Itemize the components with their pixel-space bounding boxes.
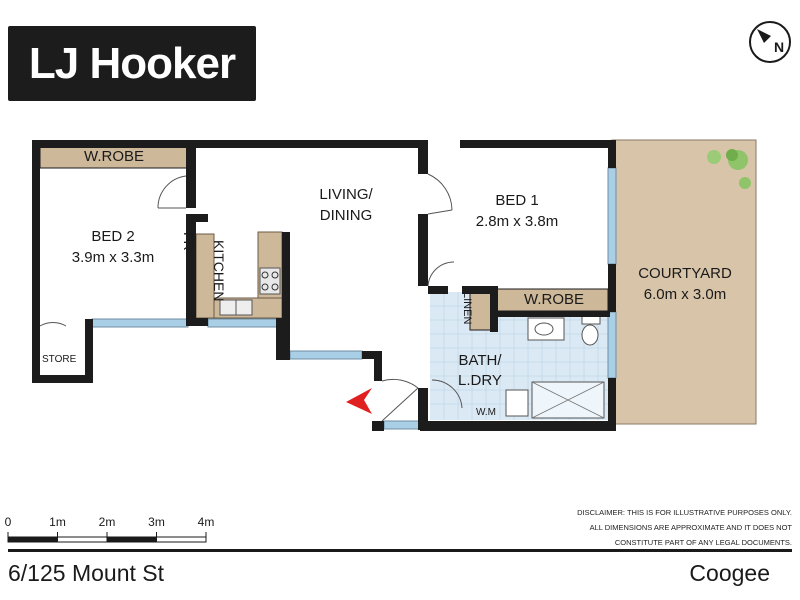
wardrobe-right-label: W.ROBE bbox=[523, 291, 584, 308]
kitchen-label-text: KITCHEN bbox=[211, 240, 227, 302]
north-compass-icon: N bbox=[749, 21, 791, 63]
scale-tick-1: 1m bbox=[49, 515, 66, 529]
bed2-size: 3.9m x 3.3m bbox=[71, 249, 155, 266]
footer-divider bbox=[8, 549, 792, 552]
living-label-1: LIVING/ bbox=[319, 186, 373, 203]
bathroom-fixtures bbox=[505, 315, 605, 419]
scale-tick-3: 3m bbox=[148, 515, 165, 529]
linen-label: LINEN bbox=[461, 290, 490, 324]
wardrobe-left-label: W.ROBE bbox=[84, 148, 145, 165]
property-address: 6/125 Mount St bbox=[8, 560, 164, 586]
floor-plan bbox=[32, 139, 757, 431]
disclaimer: DISCLAIMER: THIS IS FOR ILLUSTRATIVE PUR… bbox=[577, 505, 792, 550]
bath-label-1: BATH/ bbox=[458, 352, 502, 369]
courtyard-size: 6.0m x 3.0m bbox=[643, 286, 727, 303]
bed1-name: BED 1 bbox=[495, 192, 539, 209]
door-swings bbox=[39, 173, 463, 422]
fridge-label-text: FR bbox=[181, 232, 197, 251]
courtyard-name: COURTYARD bbox=[638, 265, 732, 282]
logo-text: LJ Hooker bbox=[28, 38, 236, 88]
plants-icon bbox=[707, 149, 751, 189]
scale-tick-4: 4m bbox=[198, 515, 215, 529]
kitchen-benches bbox=[195, 231, 283, 319]
linen-label-text: LINEN bbox=[461, 292, 473, 325]
courtyard-area bbox=[612, 140, 756, 424]
disclaimer-line: DISCLAIMER: THIS IS FOR ILLUSTRATIVE PUR… bbox=[577, 508, 792, 517]
brand-logo: LJ Hooker bbox=[8, 26, 256, 101]
washing-machine-label: W.M bbox=[476, 407, 496, 418]
scale-tick-0: 0 bbox=[5, 515, 12, 529]
compass-north-label: N bbox=[774, 39, 784, 55]
disclaimer-line: ALL DIMENSIONS ARE APPROXIMATE AND IT DO… bbox=[589, 523, 792, 532]
walls bbox=[32, 140, 616, 431]
disclaimer-line: CONSTITUTE PART OF ANY LEGAL DOCUMENTS. bbox=[614, 538, 792, 547]
bed1-size: 2.8m x 3.8m bbox=[475, 213, 559, 230]
entry-arrow-icon bbox=[346, 388, 372, 414]
property-suburb: Coogee bbox=[689, 560, 770, 586]
bed2-name: BED 2 bbox=[91, 228, 135, 245]
kitchen-label: KITCHEN bbox=[211, 206, 242, 301]
scale-tick-2: 2m bbox=[99, 515, 116, 529]
scale-bar: 0 1m 2m 3m 4m bbox=[5, 515, 215, 543]
bath-label-2: L.DRY bbox=[458, 372, 502, 389]
living-label-2: DINING bbox=[319, 207, 373, 224]
store-label: STORE bbox=[42, 354, 77, 365]
fridge-label: FR bbox=[181, 226, 212, 251]
